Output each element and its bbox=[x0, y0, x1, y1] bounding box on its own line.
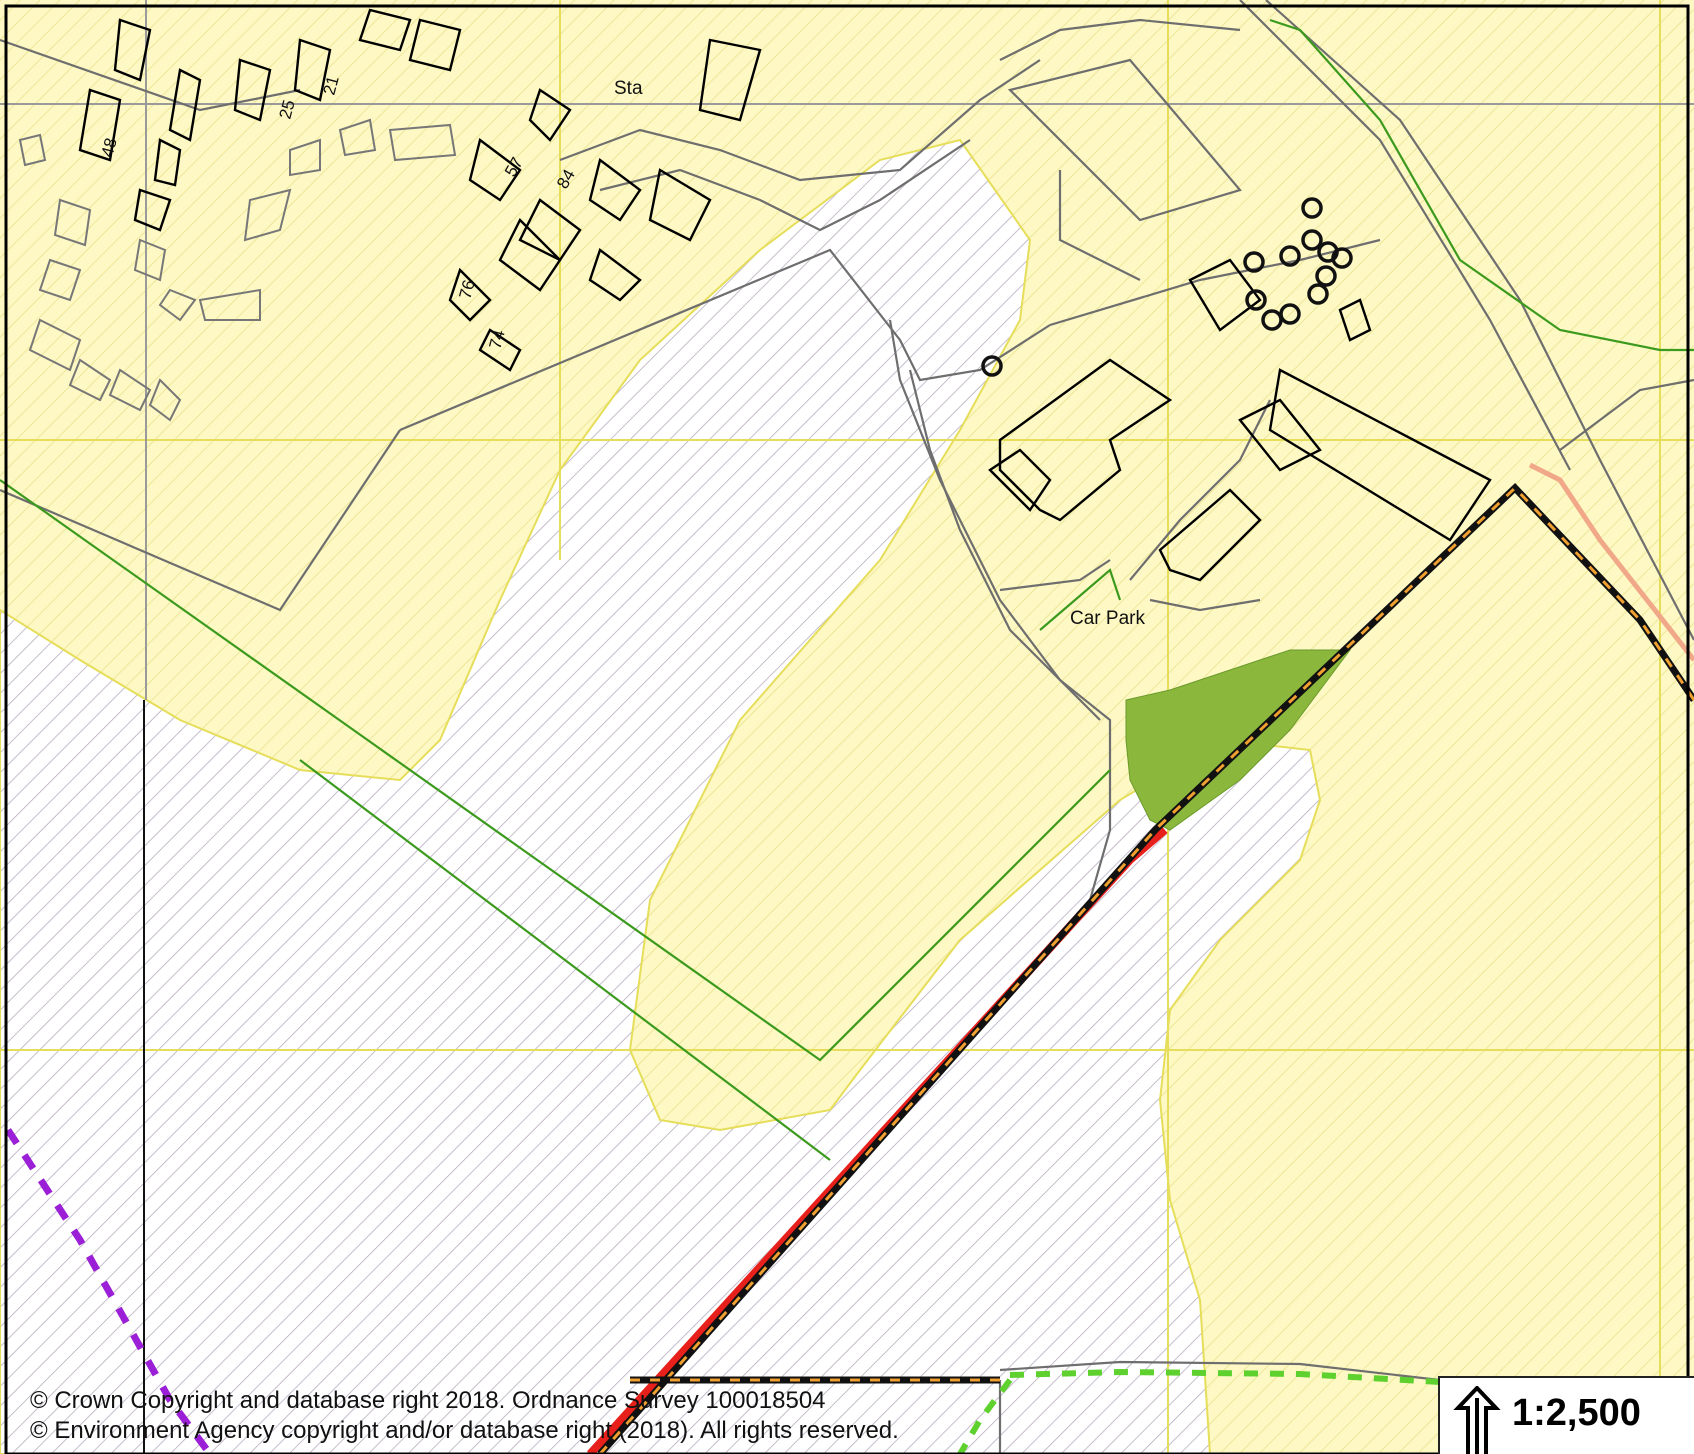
dashed-boundary bbox=[597, 483, 1694, 1454]
map-border bbox=[4, 4, 1690, 1454]
green-boundaries bbox=[0, 18, 1694, 1161]
buildings bbox=[78, 8, 1492, 582]
north-arrow-icon bbox=[1453, 1386, 1501, 1454]
house-number: 76 bbox=[456, 278, 479, 301]
trees bbox=[981, 197, 1353, 377]
dashed-green-line bbox=[1009, 1368, 1441, 1385]
flood-zone-central bbox=[0, 138, 1322, 1454]
scale-label: 1:2,500 bbox=[1512, 1392, 1641, 1434]
house-number: 74 bbox=[486, 328, 509, 351]
housing-outlines bbox=[18, 118, 457, 422]
scale-box: 1:2,500 bbox=[1438, 1376, 1694, 1454]
label-station: Sta bbox=[614, 78, 643, 99]
copyright-os: © Crown Copyright and database right 201… bbox=[30, 1387, 826, 1414]
house-number: 21 bbox=[320, 74, 343, 97]
dashed-purple-line bbox=[5, 1128, 213, 1454]
salmon-boundary bbox=[1528, 462, 1694, 662]
house-number: 48 bbox=[98, 136, 121, 159]
house-number: 25 bbox=[276, 98, 299, 121]
copyright-notice: © Crown Copyright and database right 201… bbox=[30, 1386, 899, 1446]
copyright-ea: © Environment Agency copyright and/or da… bbox=[30, 1417, 899, 1444]
label-car-park: Car Park bbox=[1070, 608, 1145, 629]
